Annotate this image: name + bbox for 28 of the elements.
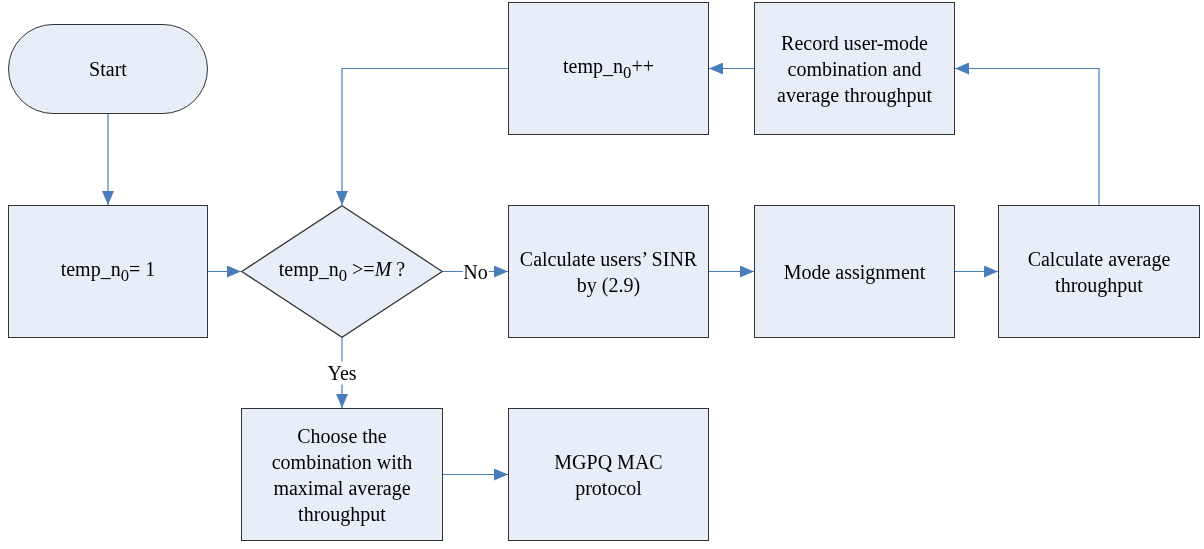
node-text: temp_n$_{0}$ >=M ? [277, 257, 407, 287]
node-text: Calculate average throughput [1026, 246, 1172, 298]
process-box [241, 408, 443, 541]
node-text: Record user-mode combination and average throughput [776, 30, 933, 108]
process-box [508, 408, 709, 541]
decision-diamond [241, 205, 443, 338]
process-box [754, 205, 955, 338]
arrow [336, 67, 509, 206]
arrow [442, 468, 509, 481]
node-text: temp_n$_{0}$= 1 [59, 257, 157, 287]
node-text: Choose the combination with maximal average throughput [270, 423, 414, 527]
process-box [998, 205, 1200, 338]
process-box [8, 205, 208, 338]
process-box [508, 2, 709, 135]
process-box [508, 205, 709, 338]
node-text: MGPQ MAC protocol [553, 449, 664, 501]
arrow [207, 265, 242, 278]
arrow [954, 62, 1100, 206]
arrow [102, 113, 114, 206]
arrow [708, 265, 755, 278]
process-box [754, 2, 955, 135]
node-text: Calculate users’ SINR by (2.9) [518, 246, 699, 298]
node-text: Mode assignment [782, 259, 927, 285]
arrow [708, 62, 755, 75]
edge-label: Yes [326, 361, 358, 385]
arrow [954, 265, 999, 278]
node-text: temp_n$_{0}$++ [562, 54, 655, 84]
node-text: Start [88, 57, 128, 82]
